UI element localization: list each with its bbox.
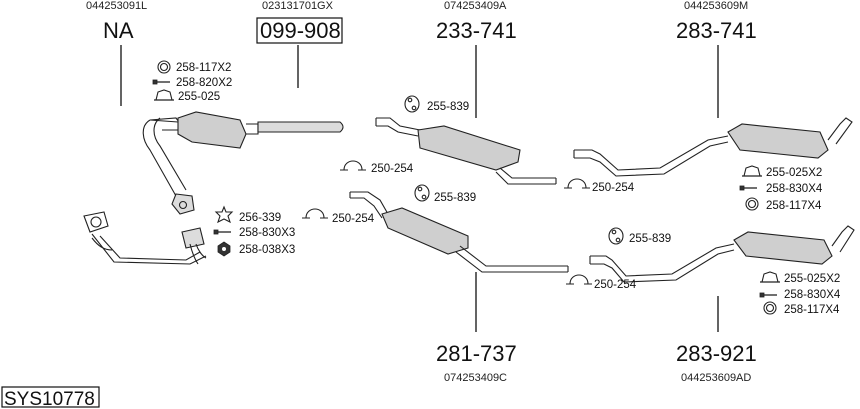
fitting-label[interactable]: 250-254	[594, 279, 637, 291]
diagram-code: SYS10778	[4, 389, 95, 409]
u-clamp-icon	[340, 160, 366, 171]
fitting-group-d: 250-254 255-839 250-254	[302, 178, 635, 225]
fitting-label[interactable]: 258-820X2	[176, 77, 232, 89]
fitting-group-a: 258-117X2 258-820X2 255-025	[152, 60, 232, 103]
ref-code-233-741: 074253409A	[444, 0, 507, 12]
rubber-mount-icon	[608, 227, 624, 245]
front-pipe-drawing	[83, 117, 207, 265]
rear-silencer-283-741-drawing	[573, 117, 853, 177]
bolt-icon	[739, 185, 757, 191]
fitting-label[interactable]: 250-254	[332, 213, 375, 225]
middle-silencer-281-737-drawing	[349, 191, 569, 273]
fitting-label[interactable]: 255-025X2	[784, 273, 840, 285]
fitting-group-c: 255-839 250-254	[340, 95, 469, 175]
fitting-label[interactable]: 256-339	[239, 212, 281, 224]
rubber-mount-icon	[404, 95, 420, 113]
ref-code-281-737: 074253409C	[444, 372, 507, 384]
part-number-099-908[interactable]: 099-908	[260, 18, 341, 43]
bolt-icon	[152, 79, 170, 85]
rubber-hanger-icon	[742, 165, 762, 177]
part-number-283-741[interactable]: 283-741	[676, 18, 757, 43]
u-clamp-icon	[566, 274, 592, 285]
ring-clamp-icon	[745, 197, 759, 211]
ring-clamp-icon	[763, 301, 777, 315]
fitting-label[interactable]: 258-117X4	[784, 304, 840, 316]
fitting-label[interactable]: 258-038X3	[239, 244, 295, 256]
fitting-group-g: 250-254 255-025X2 258-830X4 258-117X4	[566, 271, 841, 316]
u-clamp-icon	[302, 208, 328, 219]
fitting-label[interactable]: 255-025X2	[766, 167, 822, 179]
part-number-283-921[interactable]: 283-921	[676, 341, 757, 366]
fitting-group-f: 255-839	[608, 227, 671, 245]
fitting-label[interactable]: 258-117X4	[766, 200, 822, 212]
rubber-hanger-icon	[760, 271, 780, 283]
bolt-icon	[213, 229, 231, 235]
part-number-281-737[interactable]: 281-737	[436, 341, 517, 366]
star-washer-icon	[214, 205, 234, 224]
part-number-box	[256, 17, 343, 44]
fitting-label[interactable]: 258-830X4	[784, 289, 841, 301]
u-clamp-icon	[564, 178, 590, 189]
diagram-code-box	[1, 386, 100, 408]
middle-silencer-233-741-drawing	[375, 117, 557, 185]
ring-clamp-icon	[157, 60, 171, 74]
fitting-label[interactable]: 250-254	[592, 182, 635, 194]
part-number-na[interactable]: NA	[103, 18, 134, 43]
ref-code-na: 044253091L	[86, 0, 147, 12]
ref-code-099-908: 023131701GX	[262, 0, 334, 12]
fitting-label[interactable]: 255-839	[434, 192, 476, 204]
fitting-label[interactable]: 255-025	[178, 91, 220, 103]
fitting-group-e: 255-025X2 258-830X4 258-117X4	[739, 165, 823, 212]
fitting-label[interactable]: 250-254	[371, 163, 414, 175]
ref-code-283-921: 044253609AD	[681, 372, 751, 384]
fitting-label[interactable]: 258-117X2	[176, 62, 231, 74]
rear-silencer-283-921-drawing	[589, 225, 855, 283]
part-number-233-741[interactable]: 233-741	[436, 18, 517, 43]
flange-nut-icon	[217, 241, 231, 257]
catalytic-converter-drawing	[149, 111, 344, 149]
rubber-mount-icon	[414, 184, 430, 202]
fitting-label[interactable]: 258-830X3	[239, 227, 295, 239]
fitting-group-b: 256-339 258-830X3 258-038X3	[213, 205, 295, 257]
ref-code-283-741: 044253609M	[684, 0, 748, 12]
rubber-hanger-icon	[154, 89, 174, 101]
fitting-label[interactable]: 258-830X4	[766, 183, 823, 195]
fitting-label[interactable]: 255-839	[427, 101, 469, 113]
fitting-label[interactable]: 255-839	[629, 233, 671, 245]
bolt-icon	[759, 292, 777, 298]
